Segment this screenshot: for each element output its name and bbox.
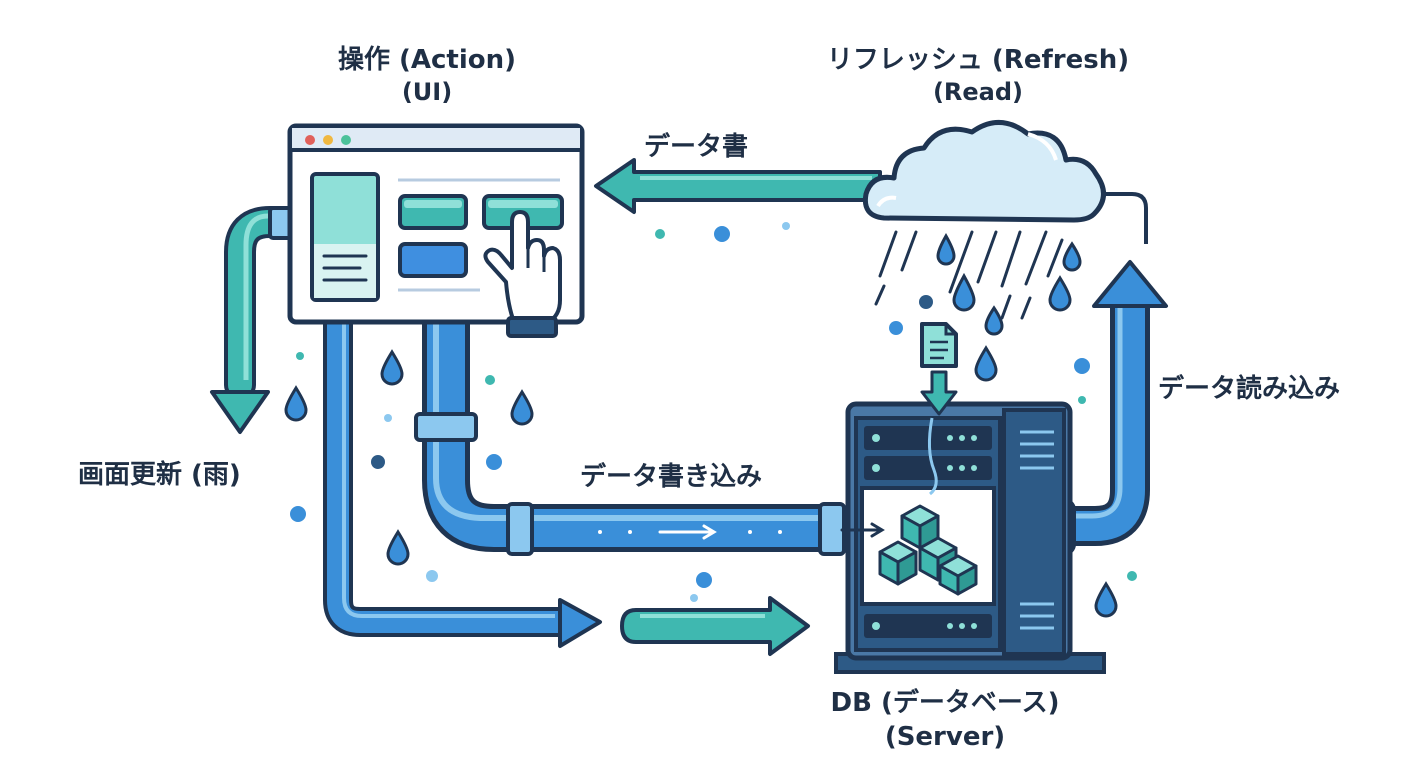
pipe-coupling	[506, 502, 534, 556]
raindrops	[284, 232, 1118, 618]
water-dots	[290, 222, 1137, 602]
flow-arrow-to-db	[620, 596, 810, 656]
window-dot-red	[305, 135, 315, 145]
rain-cloud-icon	[862, 120, 1106, 223]
drive-bay	[864, 426, 992, 450]
stacked-cubes-icon	[878, 504, 978, 596]
flow-pipe-bottom	[323, 318, 602, 648]
screen-update-label: 画面更新 (雨)	[78, 460, 241, 490]
down-arrow-into-db	[920, 370, 958, 416]
refresh-title: リフレッシュ (Refresh)	[826, 45, 1130, 75]
drive-bay	[864, 614, 992, 638]
db-subtitle: (Server)	[884, 722, 1006, 752]
data-read-label: データ読み込み	[1158, 374, 1341, 404]
pointing-hand-icon	[483, 210, 562, 338]
screen-update-pipe	[210, 206, 301, 434]
window-dot-yellow	[323, 135, 333, 145]
refresh-label: リフレッシュ (Refresh) (Read)	[806, 44, 1150, 108]
pipe-coupling	[818, 502, 846, 556]
drive-bay	[864, 456, 992, 480]
up-arrow-head	[1092, 260, 1168, 308]
action-title: 操作 (Action)	[337, 45, 517, 75]
database-server-icon	[834, 401, 1106, 674]
data-write-top-label: データ書	[644, 132, 749, 162]
action-label: 操作 (Action) (UI)	[314, 44, 540, 108]
db-title: DB (データベース)	[830, 688, 1060, 718]
data-write-label: データ書き込み	[580, 462, 763, 492]
right-arrow-head	[558, 598, 602, 648]
data-write-top-arrow	[594, 158, 882, 214]
window-dot-green	[341, 135, 351, 145]
document-icon	[920, 322, 958, 416]
rain-streaks	[874, 230, 1064, 320]
action-subtitle: (UI)	[401, 78, 453, 106]
refresh-subtitle: (Read)	[932, 78, 1024, 106]
db-label: DB (データベース) (Server)	[814, 686, 1076, 754]
data-write-pipe	[414, 318, 846, 556]
ui-button	[398, 242, 468, 278]
pipe-coupling	[414, 412, 478, 442]
flow-direction-arrow	[658, 524, 717, 540]
down-arrow-head	[210, 390, 270, 434]
